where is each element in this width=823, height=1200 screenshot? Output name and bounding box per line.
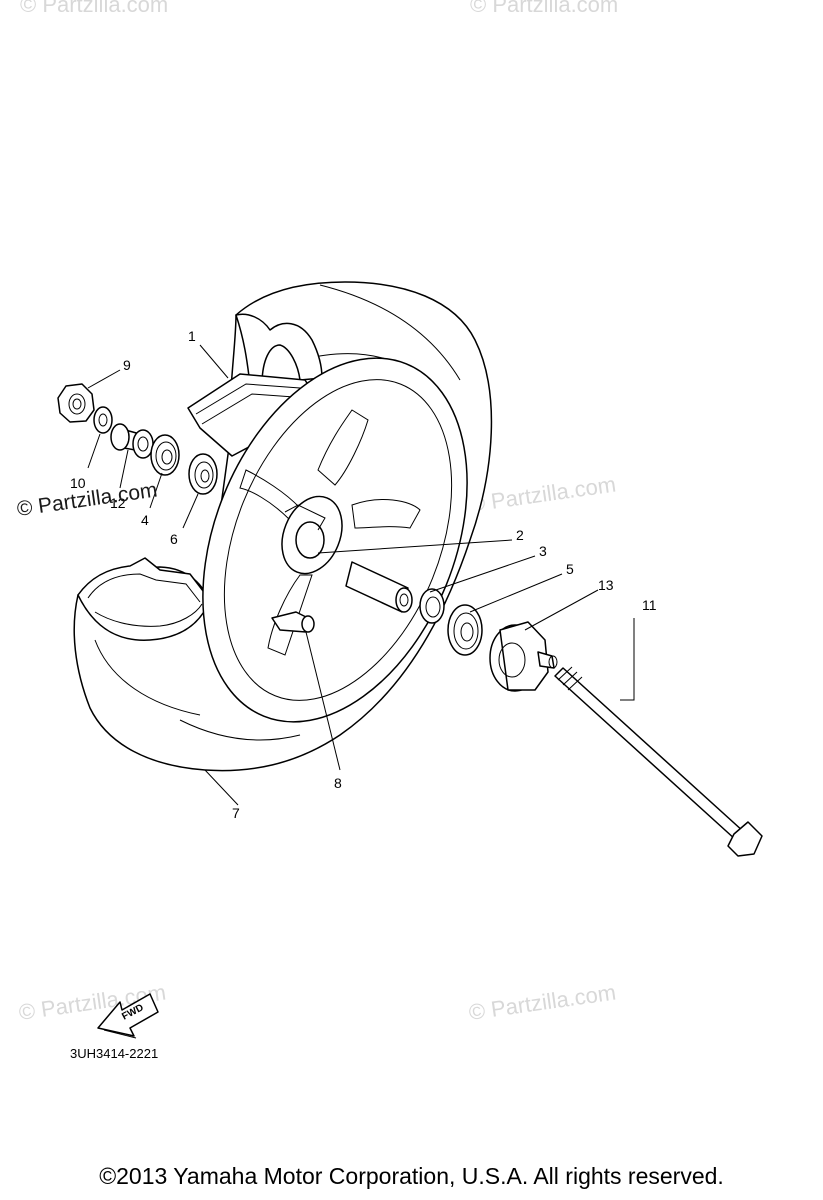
- wheel-rim: [202, 357, 468, 723]
- callouts: 1 9 10 12 4 6 2 3 5 13 11 8 7: [70, 328, 657, 821]
- copyright-notice: ©2013 Yamaha Motor Corporation, U.S.A. A…: [99, 1163, 724, 1189]
- oil-seal-left: [188, 453, 218, 495]
- washer: [93, 406, 113, 434]
- callout-5: 5: [566, 561, 574, 577]
- callout-2: 2: [516, 527, 524, 543]
- bearing-right: [447, 604, 483, 656]
- collar: [110, 423, 154, 459]
- callout-9: 9: [123, 357, 131, 373]
- watermark-bottom-right: © Partzilla.com: [467, 980, 617, 1025]
- callout-6: 6: [170, 531, 178, 547]
- callout-4: 4: [141, 512, 149, 528]
- callout-11: 11: [642, 597, 657, 613]
- drawing-code: 3UH3414-2221: [70, 1046, 158, 1061]
- nut: [57, 383, 95, 423]
- callout-3: 3: [539, 543, 547, 559]
- watermark-top-right: © Partzilla.com: [470, 0, 618, 17]
- watermark-mid-left: © Partzilla.com: [15, 478, 158, 520]
- fwd-arrow-icon: FWD: [97, 993, 159, 1039]
- wheel-axle: [554, 666, 763, 857]
- watermark-top-left: © Partzilla.com: [20, 0, 168, 17]
- callout-1: 1: [188, 328, 196, 344]
- callout-13: 13: [598, 577, 614, 593]
- valve: [271, 611, 315, 633]
- callout-10: 10: [70, 475, 86, 491]
- leader-lines: [87, 344, 635, 806]
- callout-12: 12: [110, 495, 126, 511]
- bearing-left: [150, 434, 180, 476]
- callout-7: 7: [232, 805, 240, 821]
- watermark-mid-right: © Partzilla.com: [467, 472, 617, 517]
- spacer: [345, 561, 413, 613]
- oil-seal-right: [419, 588, 445, 624]
- callout-8: 8: [334, 775, 342, 791]
- meter-gear-unit: [489, 621, 558, 692]
